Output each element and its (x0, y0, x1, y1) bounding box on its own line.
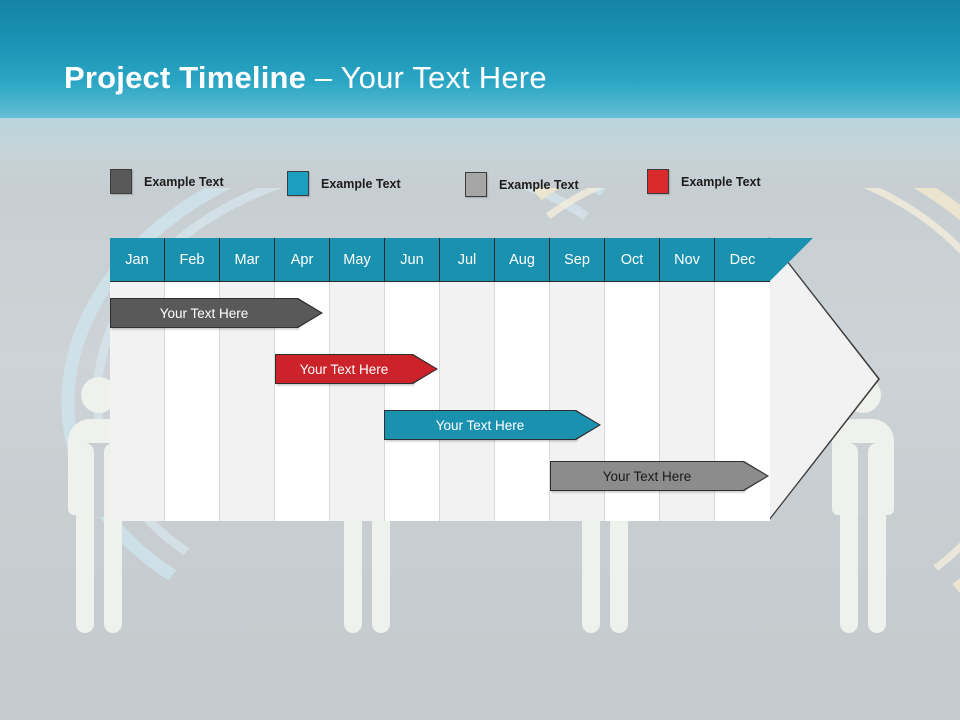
month-cell-apr[interactable]: Apr (275, 238, 330, 281)
task-bar-tip-fill-1 (297, 299, 321, 327)
month-cell-jun[interactable]: Jun (385, 238, 440, 281)
legend-swatch-icon-2 (287, 171, 309, 196)
month-cell-feb[interactable]: Feb (165, 238, 220, 281)
page-title-dash: – (306, 60, 341, 95)
legend-item-4: Example Text (647, 169, 761, 194)
page-title-light: Your Text Here (340, 60, 547, 95)
legend-item-1: Example Text (110, 169, 224, 194)
task-bar-label-4: Your Text Here (602, 468, 692, 484)
legend-item-3: Example Text (465, 172, 579, 197)
timeline-arrow-fill (769, 239, 878, 519)
month-cell-jul[interactable]: Jul (440, 238, 495, 281)
month-cell-sep[interactable]: Sep (550, 238, 605, 281)
month-cell-may[interactable]: May (330, 238, 385, 281)
legend: Example Text Example Text Example Text Exam… (110, 166, 910, 200)
month-header-arrow-tip (770, 238, 813, 281)
timeline-column-jun (385, 281, 440, 521)
legend-label-1: Example Text (144, 174, 224, 189)
month-header-underline (110, 281, 770, 282)
legend-swatch-icon-1 (110, 169, 132, 194)
task-bar-label-1: Your Text Here (159, 305, 249, 321)
legend-label-3: Example Text (499, 177, 579, 192)
legend-label-2: Example Text (321, 176, 401, 191)
month-cell-mar[interactable]: Mar (220, 238, 275, 281)
task-bar-tip-fill-2 (412, 355, 436, 383)
task-bar-tip-fill-4 (743, 462, 767, 490)
legend-item-2: Example Text (287, 171, 401, 196)
month-cell-dec[interactable]: Dec (715, 238, 770, 281)
timeline-column-jul (440, 281, 495, 521)
task-bar-body-2: Your Text Here (275, 354, 413, 384)
legend-label-4: Example Text (681, 174, 761, 189)
page-title-bold: Project Timeline (64, 60, 307, 95)
month-cell-jan[interactable]: Jan (110, 238, 165, 281)
timeline-column-may (330, 281, 385, 521)
timeline-column-grid (110, 281, 770, 521)
legend-swatch-icon-4 (647, 169, 669, 194)
task-bar-body-1: Your Text Here (110, 298, 298, 328)
task-bar-body-4: Your Text Here (550, 461, 744, 491)
timeline-column-aug (495, 281, 550, 521)
month-cell-aug[interactable]: Aug (495, 238, 550, 281)
page-title: Project Timeline – Your Text Here (64, 60, 547, 96)
month-cell-oct[interactable]: Oct (605, 238, 660, 281)
month-cell-nov[interactable]: Nov (660, 238, 715, 281)
task-bar-label-3: Your Text Here (435, 417, 525, 433)
task-bar-label-2: Your Text Here (299, 361, 389, 377)
legend-swatch-icon-3 (465, 172, 487, 197)
task-bar-tip-fill-3 (575, 411, 599, 439)
task-bar-body-3: Your Text Here (384, 410, 576, 440)
